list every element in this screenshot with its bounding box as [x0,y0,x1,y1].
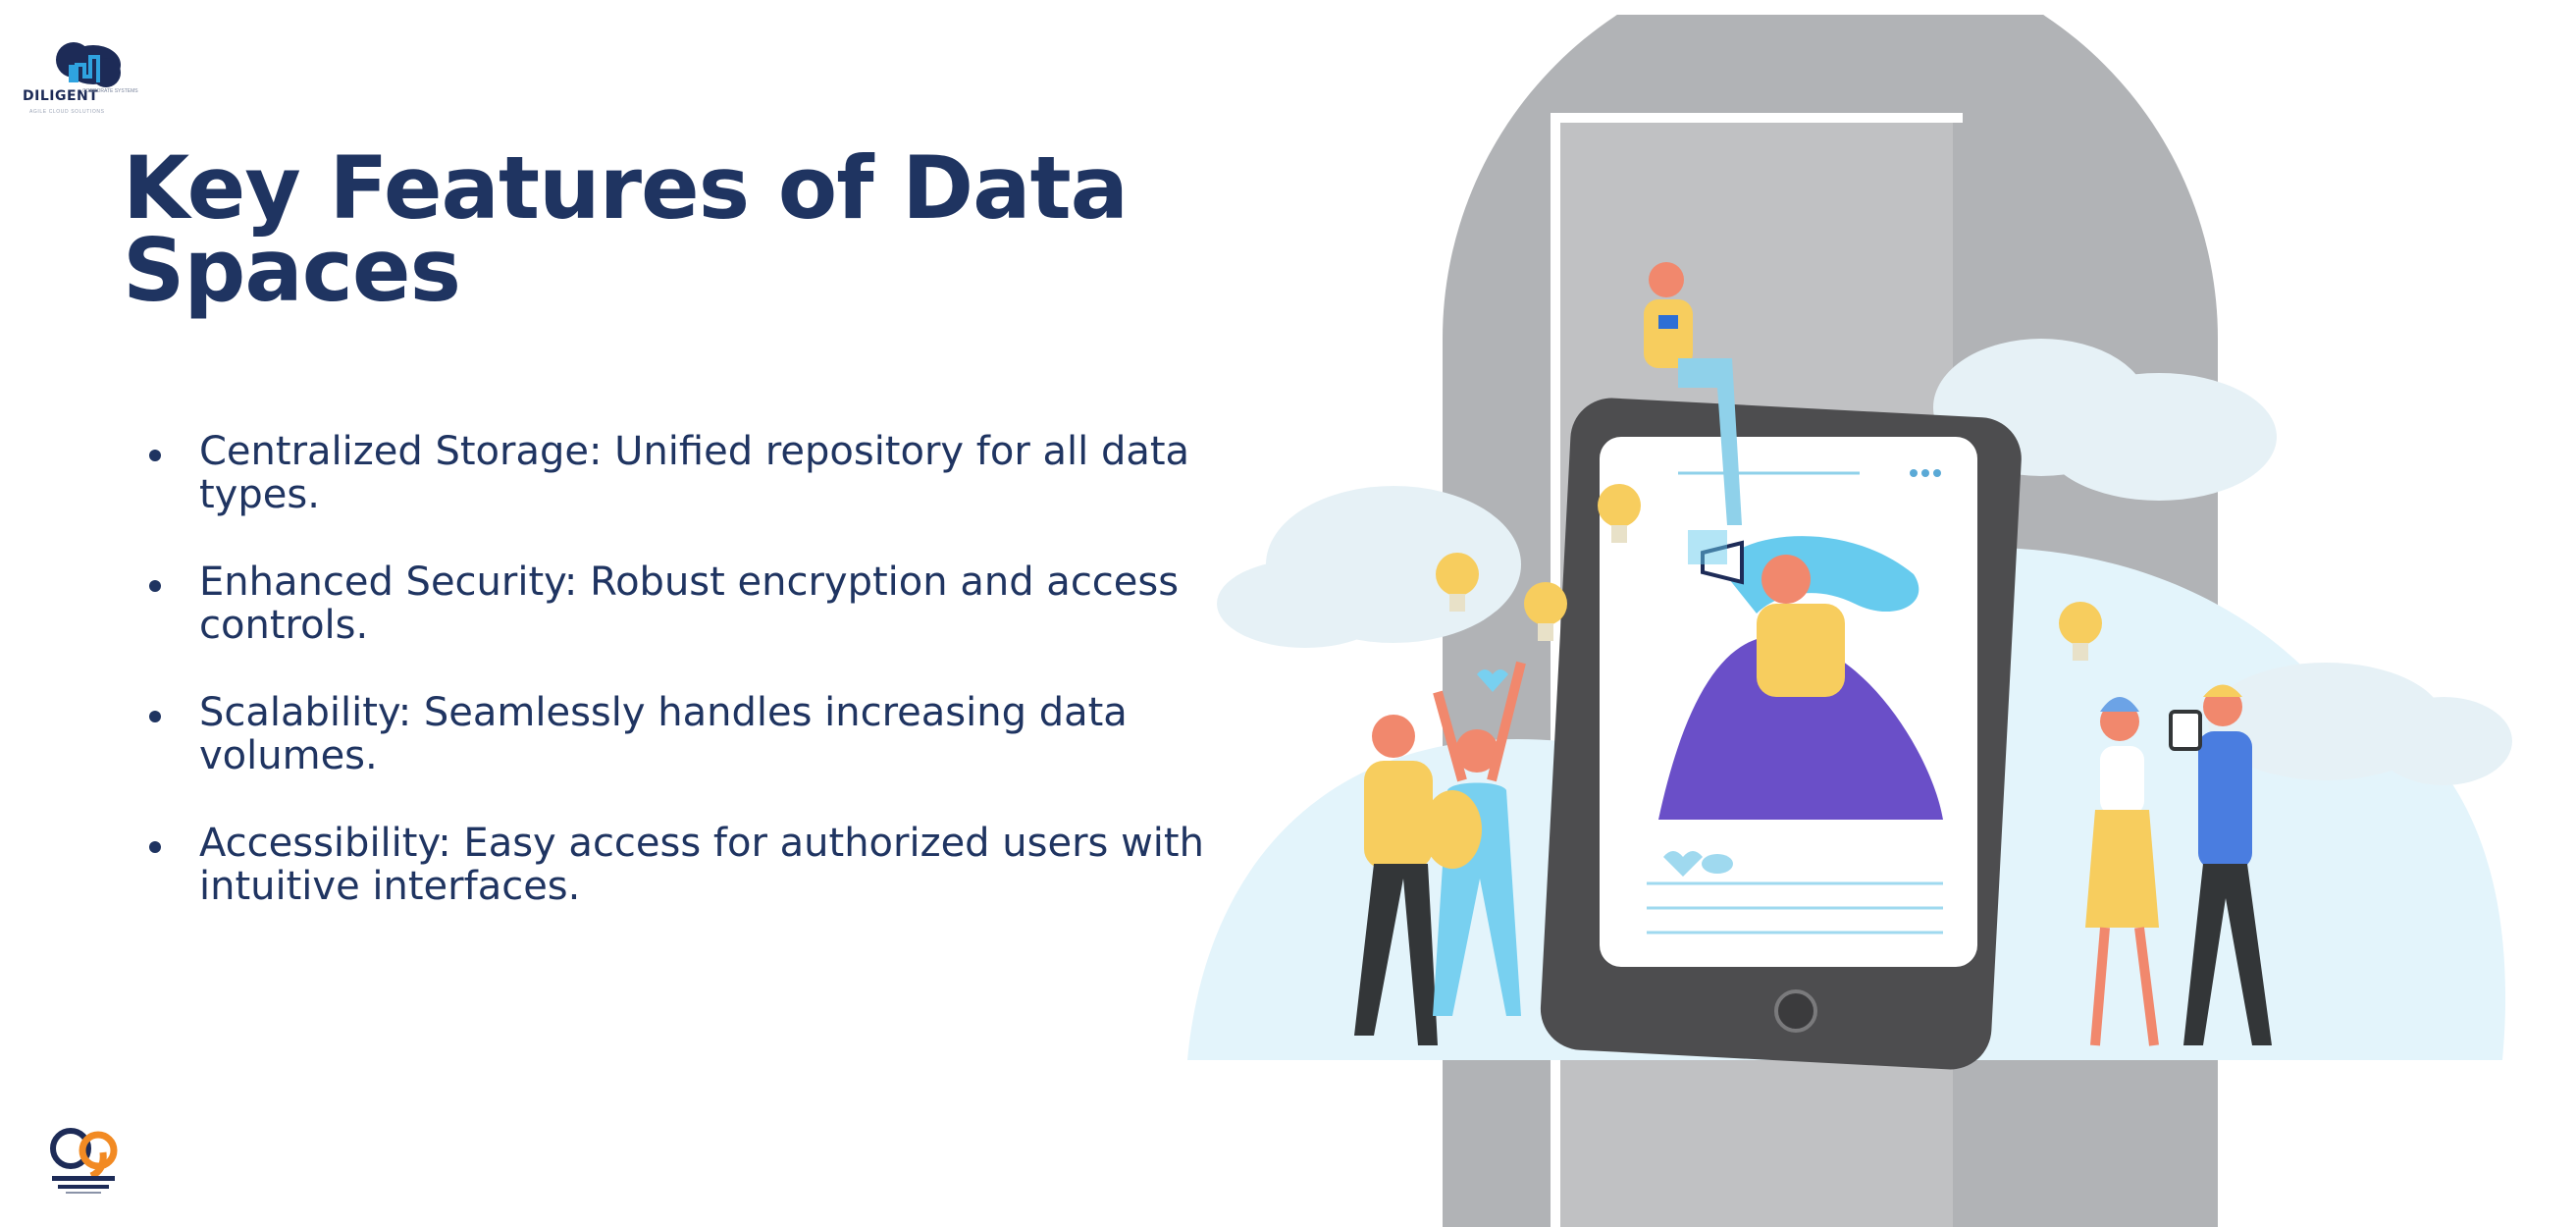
feature-text: Accessibility: Easy access for authorize… [199,821,1204,909]
anniversary-badge-icon [50,1128,118,1194]
bullet-icon [149,841,161,853]
page-title: Key Features of Data Spaces [123,137,1129,321]
cloud-logo-icon [56,42,121,87]
brand-name: DILIGENT [23,88,99,104]
list-item: Scalability: Seamlessly handles increasi… [145,691,1235,777]
brand-subtitle: CORPORATE SYSTEMS [82,88,138,94]
feature-text: Enhanced Security: Robust encryption and… [199,560,1180,648]
feature-text: Scalability: Seamlessly handles increasi… [199,690,1128,778]
feature-list: Centralized Storage: Unified repository … [145,430,1235,952]
bullet-icon [149,711,161,722]
bullet-icon [149,580,161,592]
list-item: Accessibility: Easy access for authorize… [145,822,1235,908]
team-smartphone-illustration [1187,15,2512,1227]
brand-tagline: AGILE CLOUD SOLUTIONS [29,109,105,115]
feature-text: Centralized Storage: Unified repository … [199,429,1190,517]
list-item: Centralized Storage: Unified repository … [145,430,1235,516]
list-item: Enhanced Security: Robust encryption and… [145,560,1235,647]
bullet-icon [149,450,161,461]
